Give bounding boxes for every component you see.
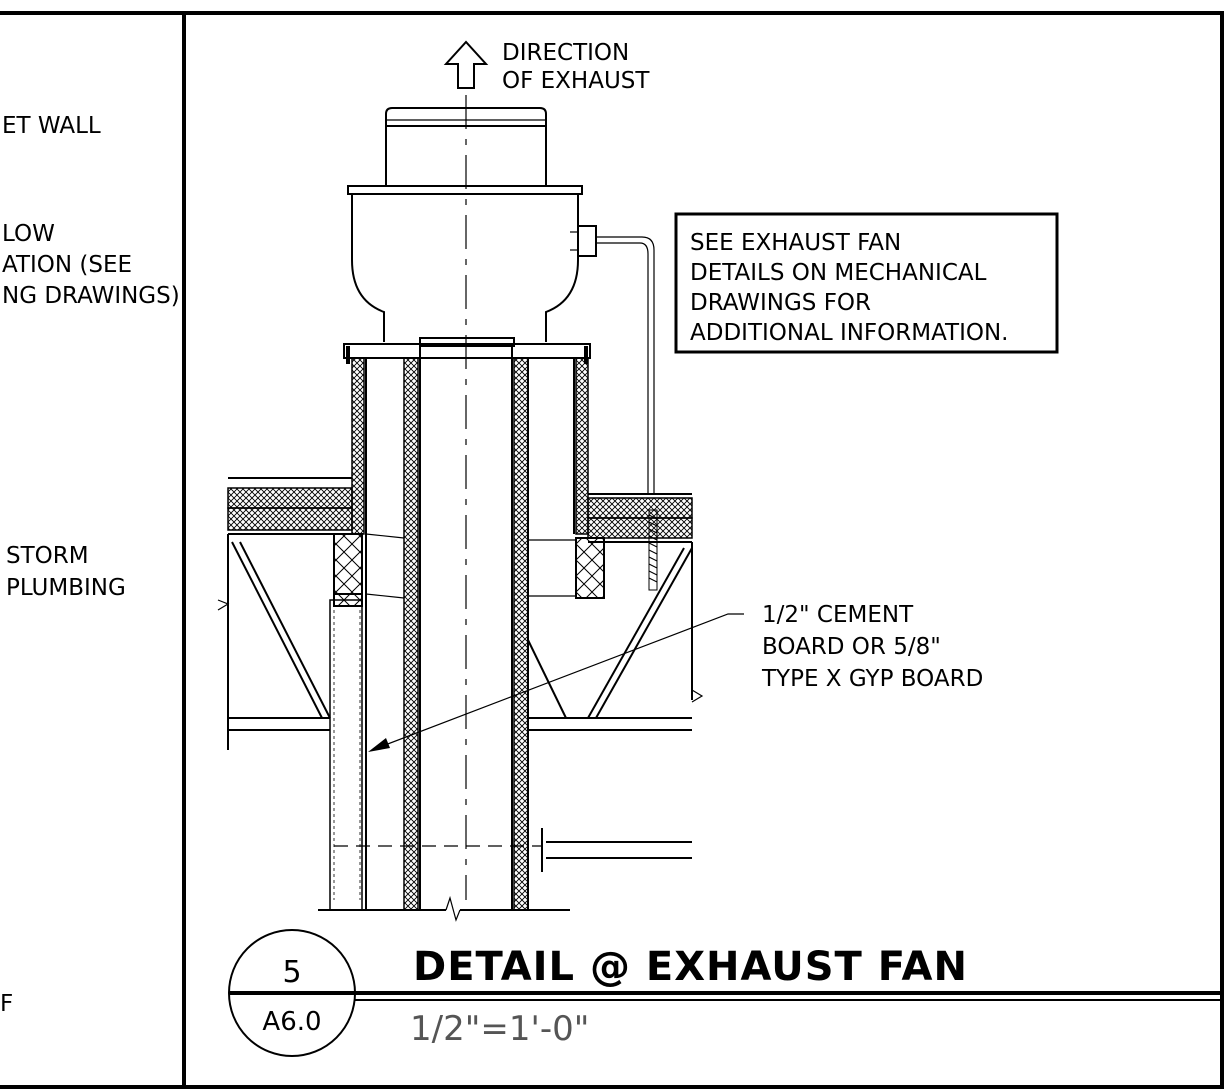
left-note-4: NG DRAWINGS) <box>2 283 180 309</box>
left-panel-notes: ET WALL LOW ATION (SEE NG DRAWINGS) STOR… <box>0 113 180 1017</box>
left-note-3: ATION (SEE <box>2 252 132 278</box>
board-leader <box>368 613 744 752</box>
exhaust-fan <box>347 107 658 591</box>
direction-label-line-1: DIRECTION <box>502 40 629 66</box>
wood-blocking <box>333 533 605 607</box>
board-note-line-2: BOARD OR 5/8" <box>762 634 941 660</box>
callout-line-3: DRAWINGS FOR <box>690 290 871 316</box>
left-note-7: F <box>0 991 13 1017</box>
left-note-2: LOW <box>2 221 55 247</box>
board-note: 1/2" CEMENT BOARD OR 5/8" TYPE X GYP BOA… <box>761 602 983 692</box>
left-note-5: STORM <box>6 543 89 569</box>
callout-line-1: SEE EXHAUST FAN <box>690 230 901 256</box>
detail-scale: 1/2"=1'-0" <box>410 1009 589 1049</box>
exhaust-fan-callout: SEE EXHAUST FAN DETAILS ON MECHANICAL DR… <box>674 212 1059 354</box>
board-note-line-3: TYPE X GYP BOARD <box>761 666 983 692</box>
callout-line-4: ADDITIONAL INFORMATION. <box>690 320 1009 346</box>
sheet-border <box>0 11 1224 1089</box>
detail-title: DETAIL @ EXHAUST FAN <box>413 944 968 990</box>
break-line <box>318 895 570 922</box>
callout-line-2: DETAILS ON MECHANICAL <box>690 260 987 286</box>
left-note-6: PLUMBING <box>6 575 126 601</box>
left-note-1: ET WALL <box>2 113 101 139</box>
detail-number: 5 <box>282 955 301 990</box>
direction-label: DIRECTION OF EXHAUST <box>502 40 650 94</box>
fan-curb <box>343 337 591 364</box>
roof-deck-left <box>217 477 353 750</box>
roof-deck-right <box>527 493 704 872</box>
direction-label-line-2: OF EXHAUST <box>502 68 650 94</box>
board-note-line-1: 1/2" CEMENT <box>762 602 914 628</box>
chase-walls <box>329 346 589 911</box>
detail-title-block: 5 A6.0 DETAIL @ EXHAUST FAN 1/2"=1'-0" <box>228 929 1224 1057</box>
sheet-number: A6.0 <box>262 1007 321 1037</box>
exhaust-direction-arrow-icon <box>443 40 489 89</box>
